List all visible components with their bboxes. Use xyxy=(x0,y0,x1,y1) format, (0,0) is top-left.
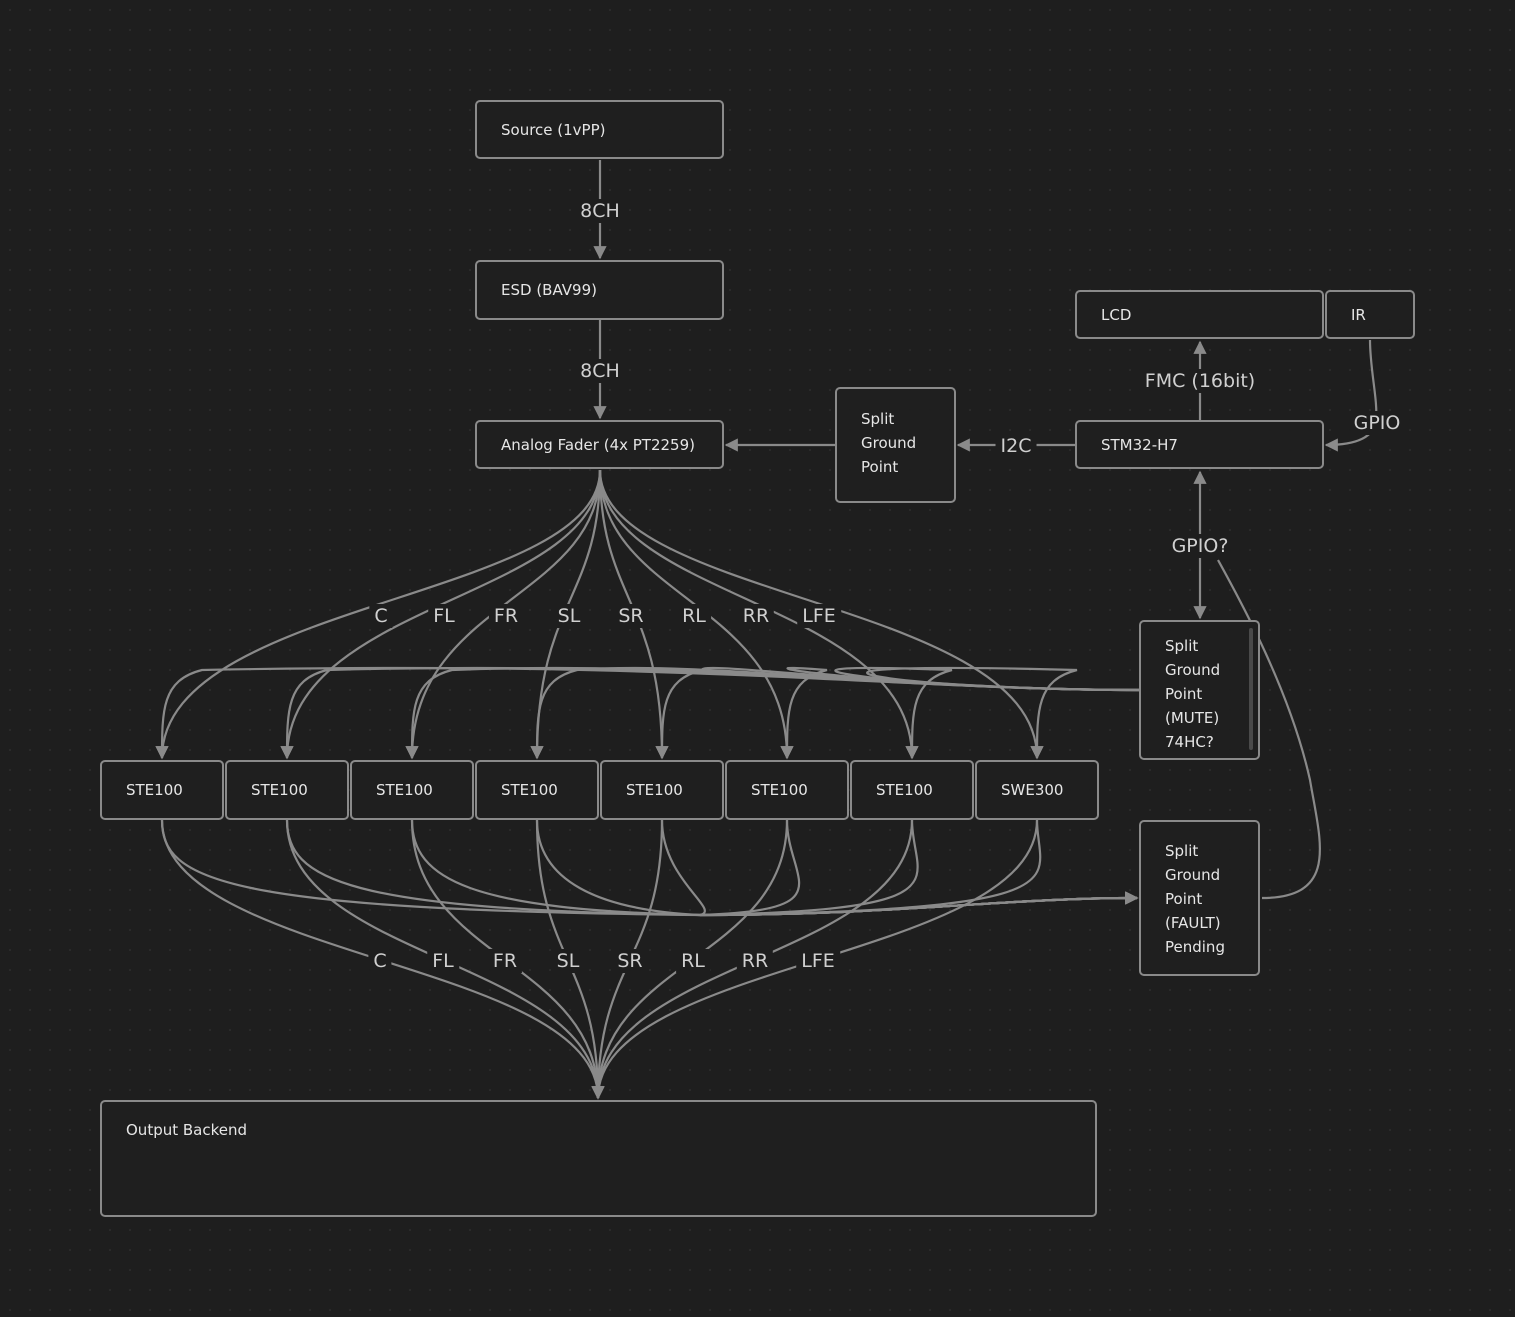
fader-node[interactable]: Analog Fader (4x PT2259) xyxy=(475,420,724,469)
esd-node[interactable]: ESD (BAV99) xyxy=(475,260,724,320)
channel-label-out: RR xyxy=(736,949,774,973)
channel-label-in: RL xyxy=(677,604,711,628)
channel-label-in: FL xyxy=(428,604,460,628)
channel-label-out: SR xyxy=(612,949,648,973)
edge-fader-amp xyxy=(155,469,602,760)
edge-label-8ch-1: 8CH xyxy=(575,199,625,223)
channel-label-in: C xyxy=(369,604,393,628)
channel-label-out: RL xyxy=(676,949,710,973)
source-node[interactable]: Source (1vPP) xyxy=(475,100,724,159)
amp-label: SWE300 xyxy=(1001,781,1064,799)
amp-label: STE100 xyxy=(126,781,183,799)
split-ground-fault-label: Split Ground Point (FAULT) Pending xyxy=(1165,842,1225,956)
stm32-label: STM32-H7 xyxy=(1101,435,1178,454)
amp-node-sr[interactable]: STE100 xyxy=(600,760,724,820)
edge-fault-stm32 xyxy=(1217,559,1321,900)
channel-label-in: SR xyxy=(613,604,649,628)
ir-label: IR xyxy=(1351,305,1366,324)
edge-label-gpio-q: GPIO? xyxy=(1166,534,1234,558)
edge-fader-amp xyxy=(598,469,919,760)
amp-node-rr[interactable]: STE100 xyxy=(850,760,974,820)
stm32-node[interactable]: STM32-H7 xyxy=(1075,420,1324,469)
amp-label: STE100 xyxy=(251,781,308,799)
edge-amp-fault xyxy=(699,819,1139,917)
edge-fader-amp xyxy=(405,469,602,760)
edge-fader-amp xyxy=(598,469,1044,760)
channel-label-out: LFE xyxy=(796,949,840,973)
channel-label-out: C xyxy=(368,949,392,973)
edge-amp-fault xyxy=(699,819,1139,917)
amp-node-c[interactable]: STE100 xyxy=(100,760,224,820)
amp-label: STE100 xyxy=(626,781,683,799)
amp-node-lfe[interactable]: SWE300 xyxy=(975,760,1099,820)
split-ground-mute-node[interactable]: Split Ground Point (MUTE) 74HC? xyxy=(1139,620,1260,760)
edge-amp-fault xyxy=(160,819,1139,917)
source-label: Source (1vPP) xyxy=(501,120,606,139)
edge-label-i2c: I2C xyxy=(995,434,1037,458)
amp-label: STE100 xyxy=(876,781,933,799)
channel-label-out: FR xyxy=(487,949,523,973)
output-backend-node[interactable]: Output Backend xyxy=(100,1100,1097,1217)
lcd-label: LCD xyxy=(1101,305,1132,324)
edge-fader-amp xyxy=(598,469,794,760)
edge-amp-fault xyxy=(660,819,1139,917)
amp-label: STE100 xyxy=(751,781,808,799)
split-ground-i2c-node[interactable]: Split Ground Point xyxy=(835,387,956,503)
edge-amp-fault xyxy=(285,819,1139,917)
edge-mute-amp xyxy=(405,666,1140,760)
edge-mute-amp xyxy=(866,666,1140,760)
edge-label-8ch-2: 8CH xyxy=(575,359,625,383)
amp-node-fl[interactable]: STE100 xyxy=(225,760,349,820)
amp-label: STE100 xyxy=(501,781,558,799)
channel-label-out: FL xyxy=(427,949,459,973)
ir-node[interactable]: IR xyxy=(1325,290,1415,339)
output-backend-label: Output Backend xyxy=(126,1121,248,1139)
edge-fader-amp xyxy=(280,469,602,760)
channel-label-in: FR xyxy=(488,604,524,628)
channel-label-in: SL xyxy=(552,604,586,628)
split-ground-mute-label: Split Ground Point (MUTE) 74HC? xyxy=(1165,637,1221,751)
amp-node-rl[interactable]: STE100 xyxy=(725,760,849,820)
edge-label-fmc: FMC (16bit) xyxy=(1139,369,1261,393)
mute-node-scrollbar[interactable] xyxy=(1249,628,1253,750)
fader-label: Analog Fader (4x PT2259) xyxy=(501,435,695,454)
lcd-node[interactable]: LCD xyxy=(1075,290,1324,339)
channel-label-out: SL xyxy=(551,949,585,973)
amp-node-fr[interactable]: STE100 xyxy=(350,760,474,820)
edge-mute-amp xyxy=(780,666,1140,760)
esd-label: ESD (BAV99) xyxy=(501,281,597,299)
edge-fader-amp xyxy=(598,469,669,760)
channel-label-in: LFE xyxy=(797,604,841,628)
edge-label-gpio: GPIO xyxy=(1348,411,1406,435)
channel-label-in: RR xyxy=(737,604,775,628)
split-ground-i2c-label: Split Ground Point xyxy=(861,410,917,476)
amp-node-sl[interactable]: STE100 xyxy=(475,760,599,820)
amp-label: STE100 xyxy=(376,781,433,799)
split-ground-fault-node[interactable]: Split Ground Point (FAULT) Pending xyxy=(1139,820,1260,976)
edge-mute-amp xyxy=(530,666,1140,760)
